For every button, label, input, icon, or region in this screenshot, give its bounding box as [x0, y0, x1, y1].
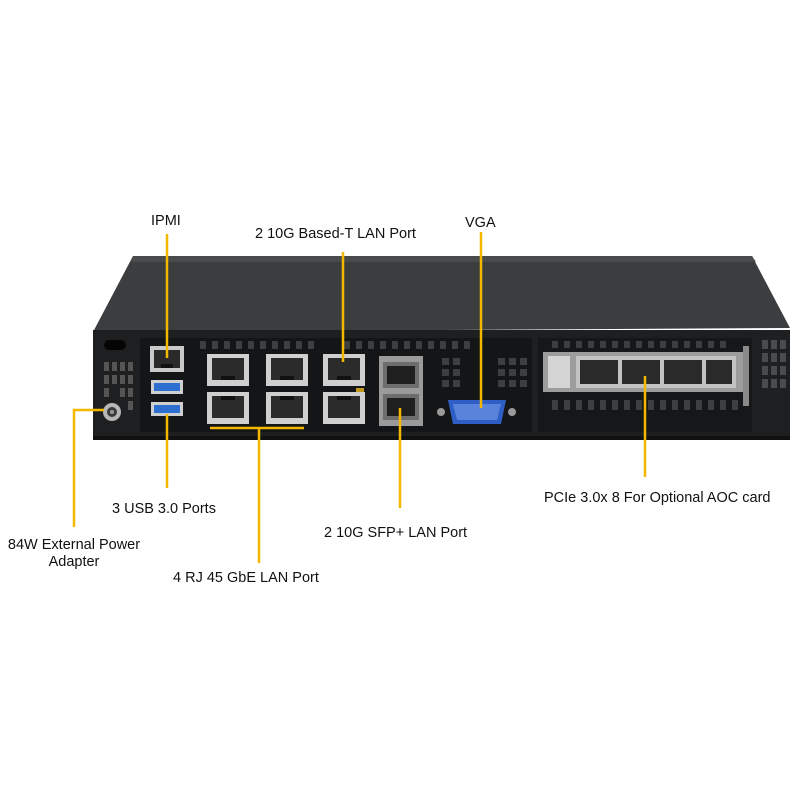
chassis-top-highlight: [130, 256, 756, 262]
right-vents: [762, 340, 786, 388]
pcie-card: [543, 346, 749, 406]
rj45-ports: [207, 354, 308, 424]
label-power-line1: 84W External Power: [7, 537, 141, 553]
chassis-top: [93, 256, 790, 332]
sfp-ports: [379, 356, 423, 426]
label-power: 84W External Power Adapter: [3, 537, 145, 571]
usb-ports: [151, 380, 183, 416]
mount-slot: [104, 340, 126, 350]
pcie-bottom-vents: [552, 400, 738, 410]
chassis-bottom-edge: [93, 436, 790, 440]
vga-port: [437, 400, 516, 424]
label-vga: VGA: [465, 215, 496, 231]
label-pcie: PCIe 3.0x 8 For Optional AOC card: [544, 490, 771, 506]
label-rj45: 4 RJ 45 GbE LAN Port: [173, 570, 319, 586]
callout-power: [72, 408, 104, 527]
label-10g-base-t: 2 10G Based-T LAN Port: [255, 226, 416, 242]
label-sfp: 2 10G SFP+ LAN Port: [324, 525, 468, 541]
top-vents: [200, 341, 470, 349]
pcie-top-vents: [552, 341, 726, 348]
left-vents: [104, 362, 133, 410]
io-right-vents: [442, 358, 527, 387]
callout-lines: [72, 232, 647, 563]
power-jack: [103, 403, 121, 421]
label-power-line2: Adapter: [48, 554, 100, 570]
label-usb: 3 USB 3.0 Ports: [112, 501, 216, 517]
label-ipmi: IPMI: [151, 213, 181, 229]
